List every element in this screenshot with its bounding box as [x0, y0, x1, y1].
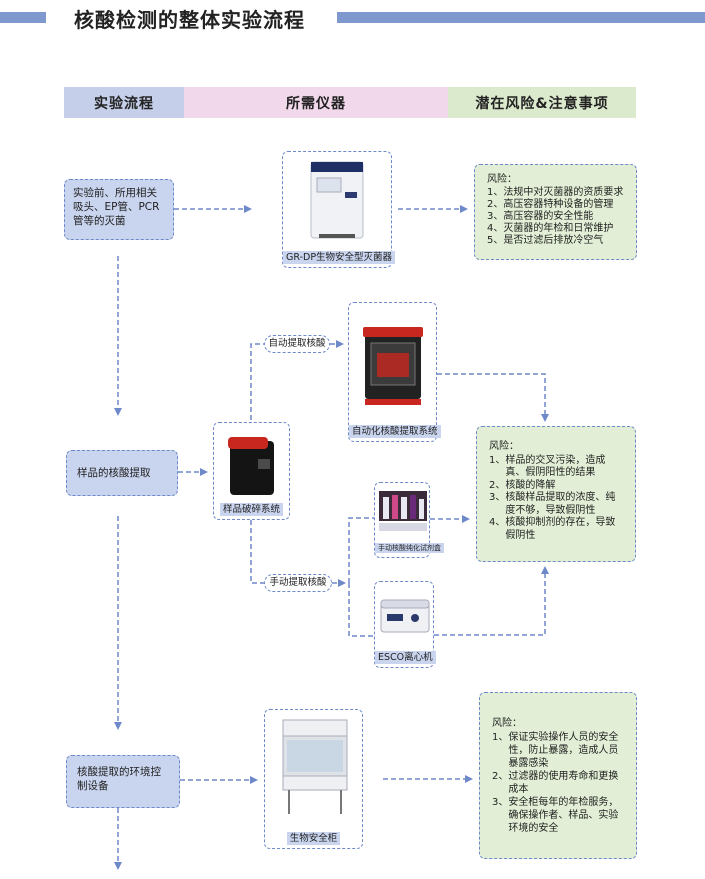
step-sterilization: 实验前、所用相关吸头、EP管、PCR管等的灭菌	[64, 179, 174, 240]
risk-item: 4、灭菌器的年检和日常维护	[487, 223, 614, 234]
auto-extractor-device: 自动化核酸提取系统	[348, 302, 441, 442]
risk-title: 风险：	[489, 441, 519, 452]
branch-auto-extraction: 自动提取核酸	[264, 335, 330, 353]
page-title: 核酸检测的整体实验流程	[74, 8, 305, 32]
biosafety-cabinet-icon	[282, 719, 348, 814]
risk-item: 2、过滤器的使用寿命和更换成本	[492, 771, 619, 795]
column-header-risks: 潜在风险&注意事项	[448, 87, 636, 118]
homogenizer-device: 样品破碎系统	[213, 422, 290, 520]
column-header-process: 实验流程	[64, 87, 184, 118]
centrifuge-icon	[380, 599, 430, 633]
reagent-kit-icon	[379, 491, 427, 531]
risk-title: 风险：	[492, 718, 522, 729]
cabinet-device: 生物安全柜	[264, 709, 363, 849]
homogenizer-icon	[228, 437, 274, 495]
sterilizer-label: GR-DP生物安全型灭菌器	[283, 251, 396, 264]
sterilizer-device: GR-DP生物安全型灭菌器	[282, 151, 396, 268]
risk-box-environment: 风险： 1、保证实验操作人员的安全性，防止暴露，造成人员暴露感染 2、过滤器的使…	[479, 692, 637, 859]
header-bar-right	[337, 12, 705, 23]
column-header-instruments: 所需仪器	[184, 87, 448, 118]
cabinet-label: 生物安全柜	[286, 832, 341, 845]
risk-item: 3、核酸样品提取的浓度、纯度不够，导致假阴性	[489, 492, 616, 516]
homogenizer-label: 样品破碎系统	[219, 503, 283, 516]
manual-kit-label: 手动核酸纯化试剂盒	[375, 543, 444, 553]
risk-item: 2、核酸的降解	[489, 479, 556, 491]
centrifuge-label: ESCO离心机	[375, 651, 436, 664]
auto-extractor-label: 自动化核酸提取系统	[349, 425, 441, 438]
branch-manual-extraction: 手动提取核酸	[264, 574, 332, 592]
risk-item: 4、核酸抑制剂的存在，导致假阴性	[489, 517, 616, 541]
risk-item: 1、样品的交叉污染，造成真、假阴阳性的结果	[489, 454, 606, 479]
risk-item: 1、法规中对灭菌器的资质要求	[487, 187, 624, 198]
risk-item: 5、是否过滤后排放冷空气	[487, 235, 604, 246]
risk-item: 1、保证实验操作人员的安全性，防止暴露，造成人员暴露感染	[492, 732, 619, 769]
auto-extractor-icon	[363, 327, 423, 405]
header-bar-left	[0, 12, 46, 23]
centrifuge-device: ESCO离心机	[374, 581, 436, 668]
step-nucleic-acid-extraction: 样品的核酸提取	[66, 450, 178, 496]
risk-item: 2、高压容器特种设备的管理	[487, 199, 614, 210]
risk-item: 3、安全柜每年的年检服务，确保操作者、样品、实验环境的安全	[492, 797, 619, 834]
manual-kit-device: 手动核酸纯化试剂盒	[374, 482, 444, 558]
risk-box-sterilizer: 风险： 1、法规中对灭菌器的资质要求 2、高压容器特种设备的管理 3、高压容器的…	[474, 164, 637, 260]
risk-title: 风险：	[487, 174, 517, 185]
sterilizer-icon	[310, 161, 364, 239]
risk-box-extraction: 风险： 1、样品的交叉污染，造成真、假阴阳性的结果 2、核酸的降解 3、核酸样品…	[476, 426, 636, 562]
step-environment-control: 核酸提取的环境控制设备	[66, 755, 180, 808]
risk-item: 3、高压容器的安全性能	[487, 211, 594, 222]
